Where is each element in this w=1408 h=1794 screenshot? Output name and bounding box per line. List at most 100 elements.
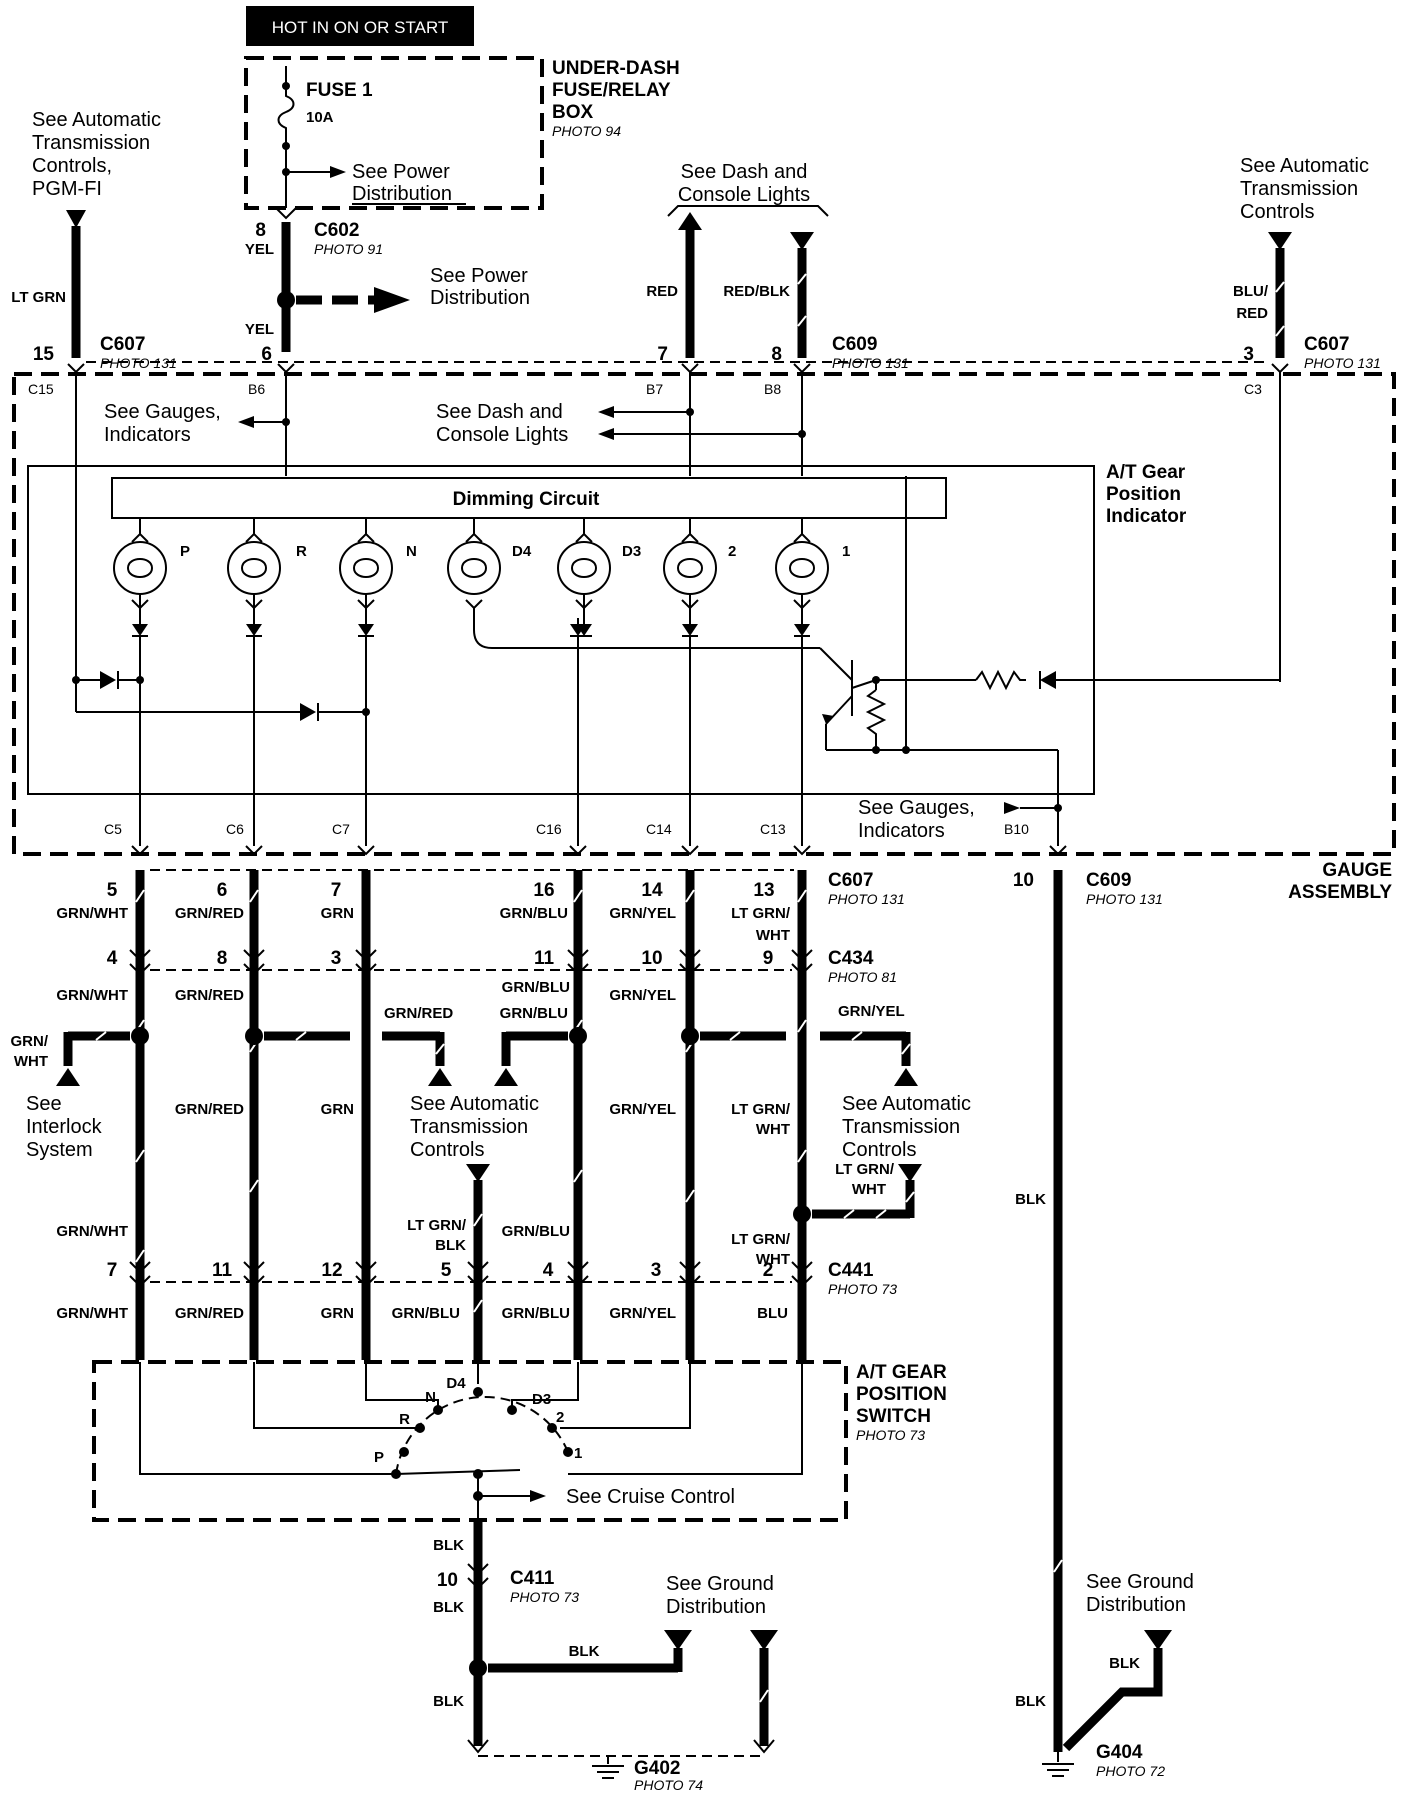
blk-2: BLK (433, 1599, 464, 1616)
w7-color: RED (646, 283, 678, 300)
dimming-circuit-box (111, 477, 947, 519)
lt-grn-blk-color-1: LT GRN/ (407, 1217, 467, 1234)
atc-yel-color: GRN/YEL (838, 1003, 905, 1020)
arrow-down-icon-6 (664, 1630, 692, 1650)
diode-icon (100, 671, 116, 689)
resistor-icon-2 (975, 669, 1026, 691)
gauge-pin-b8: B8 (764, 381, 781, 397)
atc-red-color: GRN/RED (384, 1005, 453, 1022)
c441-pin-3: 5 (441, 1260, 452, 1281)
ground-r-ref-2: Distribution (1086, 1594, 1186, 1616)
atc-pgm-ref-2: Transmission (32, 132, 150, 154)
switch-pos-n: N (425, 1389, 436, 1406)
bulb-d3: D3 (557, 518, 641, 637)
c607-row-pin-2: 7 (331, 880, 342, 901)
c607-row-pin-0: 5 (107, 880, 118, 901)
bulb-n: N (339, 518, 417, 637)
c607-row-color-1: GRN/RED (175, 905, 244, 922)
c434-color-1: GRN/RED (175, 987, 244, 1004)
c434-color-3: GRN/YEL (609, 987, 676, 1004)
indicator-title-3: Indicator (1106, 506, 1187, 527)
transistor-icon (819, 647, 877, 725)
atc-blu-color: GRN/BLU (500, 1005, 568, 1022)
c607-row-pin-1: 6 (217, 880, 228, 901)
dash-top-ref-2: Console Lights (678, 184, 810, 206)
arrow-up-icon-4 (494, 1068, 518, 1086)
splice-yel (277, 291, 295, 309)
c441-label: C441 (828, 1260, 874, 1281)
w3-pin: 3 (1243, 344, 1254, 365)
switch-outline (92, 1360, 848, 1522)
gauge-pin-c5: C5 (104, 821, 122, 837)
c441-pin-0: 7 (107, 1260, 118, 1281)
c434-pin-1: 8 (217, 948, 228, 969)
gauge-pin-c14: C14 (646, 821, 672, 837)
arrow-down-icon-7 (750, 1630, 778, 1650)
c607-row-color-0: GRN/WHT (56, 905, 128, 922)
arrow-up-icon-2 (56, 1068, 80, 1086)
gauge-title-2: ASSEMBLY (1288, 882, 1392, 903)
c434-photo: PHOTO 81 (828, 969, 897, 985)
interlock-ref-3: System (26, 1139, 93, 1161)
c411-photo: PHOTO 73 (510, 1589, 579, 1605)
arrow-up-icon-3 (428, 1068, 452, 1086)
bulb-r: R (227, 518, 307, 637)
arrow-up-icon-5 (894, 1068, 918, 1086)
bulb-d4: D4 (447, 518, 578, 649)
atc-mid-r-ref-2: Transmission (842, 1116, 960, 1138)
resistor-icon (865, 689, 887, 750)
fuse-label: FUSE 1 (306, 80, 373, 101)
c434-label: C434 (828, 948, 874, 969)
interlock-ref-1: See (26, 1093, 62, 1115)
c607b-photo: PHOTO 131 (1304, 355, 1381, 371)
bulb-p: P (113, 518, 190, 637)
blk-right-3: BLK (1109, 1655, 1140, 1672)
gauge-title-1: GAUGE (1322, 860, 1392, 881)
mid-color-3: GRN/YEL (609, 1101, 676, 1118)
mid-color-7-2: WHT (756, 1251, 790, 1268)
c609a-label: C609 (832, 334, 877, 355)
bulb-2: 2 (663, 518, 736, 637)
interlock-color-2: WHT (14, 1053, 48, 1070)
w6-pin-a: 8 (255, 220, 266, 241)
ground-r-ref-1: See Ground (1086, 1571, 1194, 1593)
c607-row-color-2: GRN (321, 905, 354, 922)
c607-row-color-3: GRN/BLU (500, 905, 568, 922)
b10-pin: 10 (1013, 870, 1034, 891)
arrow-right-icon-2 (374, 287, 410, 313)
connector-c434-forks (129, 949, 813, 976)
w6-color-a: YEL (245, 241, 274, 258)
c434-pin-5: 9 (763, 948, 774, 969)
arrow-down-icon-4 (466, 1164, 490, 1182)
mid-color-5: GRN/WHT (56, 1223, 128, 1240)
switch-pos-1: 1 (574, 1445, 582, 1462)
switch-pos-r: R (399, 1411, 410, 1428)
arrow-down-icon-5 (898, 1164, 922, 1182)
dash-top-ref-1: See Dash and (681, 161, 808, 183)
gauge-pin-c3: C3 (1244, 381, 1262, 397)
c607-row-color-extra: WHT (756, 927, 790, 944)
interlock-color-1: GRN/ (11, 1033, 49, 1050)
c441-color-6: BLU (757, 1305, 788, 1322)
gauge-pin-b7: B7 (646, 381, 663, 397)
svg-text:P: P (180, 543, 190, 560)
arrow-down-icon-2 (790, 232, 814, 250)
c441-pin-4: 4 (543, 1260, 554, 1281)
w6-color-b: YEL (245, 321, 274, 338)
mid-color-1: GRN/RED (175, 1101, 244, 1118)
dash-inner-ref-2: Console Lights (436, 424, 568, 446)
c441-pin-1: 11 (212, 1260, 233, 1281)
splice-grn-blu (569, 1027, 587, 1045)
lt-grn-wht-color-2: WHT (852, 1181, 886, 1198)
gauge-pin-c13: C13 (760, 821, 786, 837)
svg-text:D3: D3 (622, 543, 641, 560)
c434-pin-3: 11 (534, 948, 555, 969)
atc-mid-r-ref-1: See Automatic (842, 1093, 971, 1115)
switch-title-3: SWITCH (856, 1406, 931, 1427)
blk-4: BLK (433, 1693, 464, 1710)
c609b-photo: PHOTO 131 (1086, 891, 1163, 907)
fuse-ref-2: Distribution (352, 183, 452, 205)
gauge-pin-b10: B10 (1004, 821, 1029, 837)
gauge-assembly-outline (12, 372, 1396, 856)
